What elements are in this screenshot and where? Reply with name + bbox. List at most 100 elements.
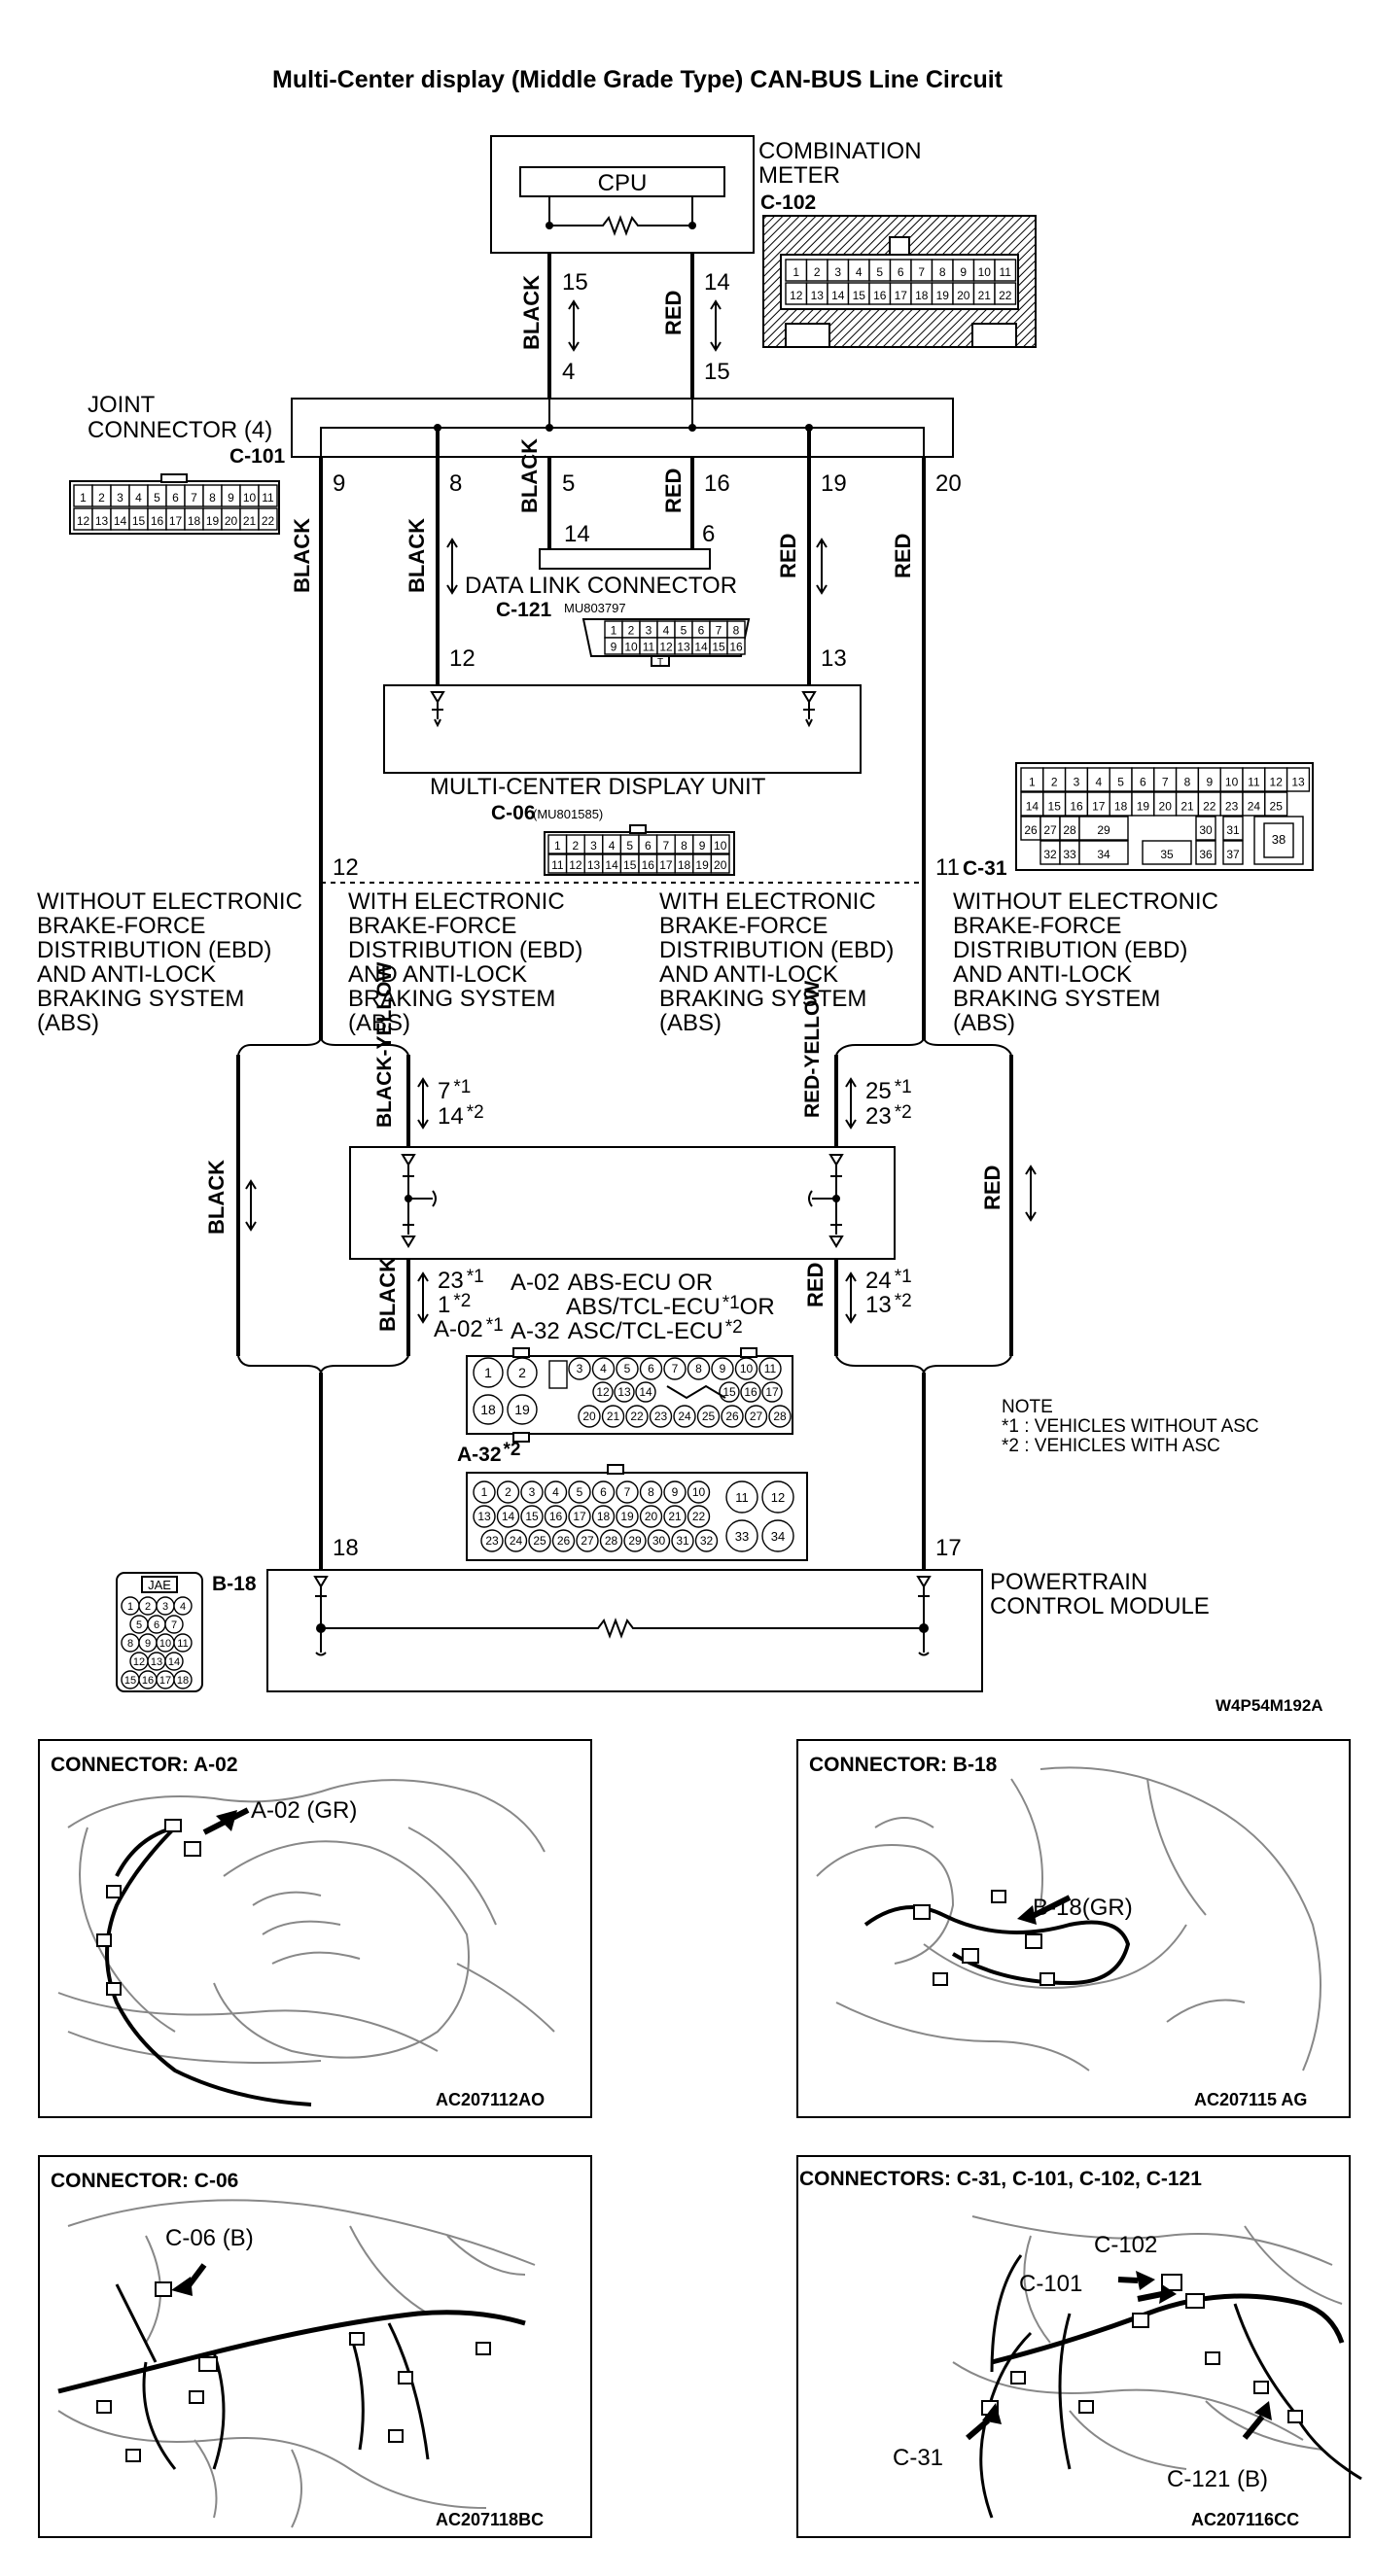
meter-name-1: COMBINATION xyxy=(758,138,922,164)
svg-text:BRAKE-FORCE: BRAKE-FORCE xyxy=(953,913,1121,939)
dlc-pin: 3 xyxy=(639,620,658,639)
c31-pin: 11 xyxy=(1242,767,1266,792)
svg-text:AND ANTI-LOCK: AND ANTI-LOCK xyxy=(953,961,1132,988)
meter-pin: 3 xyxy=(827,259,850,282)
a32-pin: 5 xyxy=(568,1480,591,1504)
jc-signal-arrows xyxy=(446,538,828,595)
a32-pin: 31 xyxy=(671,1529,694,1552)
svg-text:DISTRIBUTION (EBD): DISTRIBUTION (EBD) xyxy=(37,937,271,963)
svg-text:15: 15 xyxy=(712,640,725,653)
mcd-internal-terminals xyxy=(430,691,817,728)
a32-pin: 4 xyxy=(544,1480,568,1504)
a32-pin: 20 xyxy=(639,1505,663,1528)
a32-pin: 18 xyxy=(591,1505,616,1528)
svg-text:19: 19 xyxy=(936,289,950,302)
svg-text:25: 25 xyxy=(702,1410,716,1423)
dlc-pin: 4 xyxy=(656,620,676,639)
a32-pin: 22 xyxy=(687,1505,711,1528)
meter-pin: 14 xyxy=(827,282,850,305)
svg-text:15: 15 xyxy=(132,514,146,528)
svg-text:7*1: 7*1 xyxy=(438,1077,471,1104)
pin-jc-19: 19 xyxy=(821,470,847,497)
abs-ecu-box xyxy=(349,1146,896,1260)
svg-text:18: 18 xyxy=(1114,800,1128,814)
svg-text:WITH ELECTRONIC: WITH ELECTRONIC xyxy=(659,888,876,915)
svg-text:17: 17 xyxy=(169,514,183,528)
svg-text:1: 1 xyxy=(484,1365,492,1380)
svg-text:19: 19 xyxy=(1137,800,1150,814)
svg-text:BRAKING SYSTEM: BRAKING SYSTEM xyxy=(953,986,1160,1012)
svg-text:25*1: 25*1 xyxy=(865,1077,912,1104)
pcm-pin: 16 xyxy=(138,1670,158,1689)
a32-pin: 10 xyxy=(687,1480,711,1504)
svg-text:27: 27 xyxy=(581,1534,594,1548)
svg-text:19: 19 xyxy=(206,514,220,528)
a32-pin: 28 xyxy=(599,1529,623,1552)
svg-text:3: 3 xyxy=(590,839,597,853)
meter-pin: 6 xyxy=(889,259,912,282)
a32-pin: 12 xyxy=(761,1480,794,1514)
joint-pin: 19 xyxy=(202,507,223,531)
mcd-part-number: (MU801585) xyxy=(533,807,603,821)
svg-text:30: 30 xyxy=(1199,823,1213,837)
svg-text:1: 1 xyxy=(1029,776,1036,789)
c31-pin: 17 xyxy=(1086,791,1110,817)
a02-pin: 15 xyxy=(719,1381,740,1403)
svg-text:11: 11 xyxy=(735,1490,749,1505)
svg-text:26: 26 xyxy=(557,1534,571,1548)
label-without-ebd-abs-right: WITHOUT ELECTRONICBRAKE-FORCEDISTRIBUTIO… xyxy=(953,888,1218,1036)
meter-pin: 11 xyxy=(994,259,1017,282)
svg-text:11: 11 xyxy=(643,640,655,653)
panel-c31-code: AC207116CC xyxy=(1191,2510,1299,2529)
svg-text:4: 4 xyxy=(180,1601,186,1613)
svg-text:(ABS): (ABS) xyxy=(37,1010,99,1036)
pcm-pin: 7 xyxy=(164,1615,184,1634)
pin-jc-20: 20 xyxy=(935,470,962,497)
wire-color-abs-red: RED xyxy=(803,1263,828,1307)
meter-code: C-102 xyxy=(760,191,816,214)
c31-pin: 38 xyxy=(1253,816,1304,865)
svg-text:17: 17 xyxy=(895,289,908,302)
svg-text:14: 14 xyxy=(831,289,845,302)
wire-color-jc16-red: RED xyxy=(661,469,686,513)
abs-bottom-pin-labels: 23*1 1*2 A-02*1 24*1 13*2 xyxy=(434,1267,912,1342)
pcm-pin: 18 xyxy=(173,1670,193,1689)
svg-text:6: 6 xyxy=(645,839,652,853)
svg-text:T: T xyxy=(657,657,663,668)
a02-pin: 8 xyxy=(687,1357,711,1380)
svg-text:18: 18 xyxy=(188,514,201,528)
svg-text:13: 13 xyxy=(1291,776,1305,789)
pcm-pin: 2 xyxy=(138,1596,158,1616)
svg-text:31: 31 xyxy=(1226,823,1240,837)
svg-text:1: 1 xyxy=(611,623,617,637)
svg-text:10: 10 xyxy=(978,265,992,279)
svg-text:JAE: JAE xyxy=(148,1578,171,1592)
svg-text:14: 14 xyxy=(605,858,618,872)
panel-a02-title: CONNECTOR: A-02 xyxy=(51,1754,238,1776)
panel-c06-code: AC207118BC xyxy=(436,2510,544,2529)
svg-text:8: 8 xyxy=(939,265,946,279)
meter-name-2: METER xyxy=(758,162,840,189)
svg-text:BRAKING SYSTEM: BRAKING SYSTEM xyxy=(348,986,555,1012)
panel-connectors-c31-c101-c102-c121: CONNECTORS: C-31, C-101, C-102, C-121 C-… xyxy=(796,2155,1362,2538)
c31-pin: 13 xyxy=(1286,767,1311,792)
svg-text:12: 12 xyxy=(77,514,90,528)
svg-text:9: 9 xyxy=(228,491,234,505)
svg-text:(ABS): (ABS) xyxy=(659,1010,722,1036)
pin-mcd-13: 13 xyxy=(821,645,847,672)
svg-text:1*2: 1*2 xyxy=(438,1291,471,1318)
c31-pin: 28 xyxy=(1059,816,1080,841)
a02-pin: 22 xyxy=(625,1405,649,1428)
pin-dlc-14: 14 xyxy=(564,521,590,547)
a32-pin: 1 xyxy=(473,1480,496,1504)
c31-pin: 34 xyxy=(1078,840,1129,865)
dlc-pin: 5 xyxy=(674,620,693,639)
figure-id: W4P54M192A xyxy=(1215,1696,1323,1715)
svg-text:12: 12 xyxy=(790,289,803,302)
pcm-pin: 5 xyxy=(129,1615,149,1634)
svg-text:14: 14 xyxy=(168,1656,180,1668)
panel-a02-label: A-02 (GR) xyxy=(251,1797,357,1824)
